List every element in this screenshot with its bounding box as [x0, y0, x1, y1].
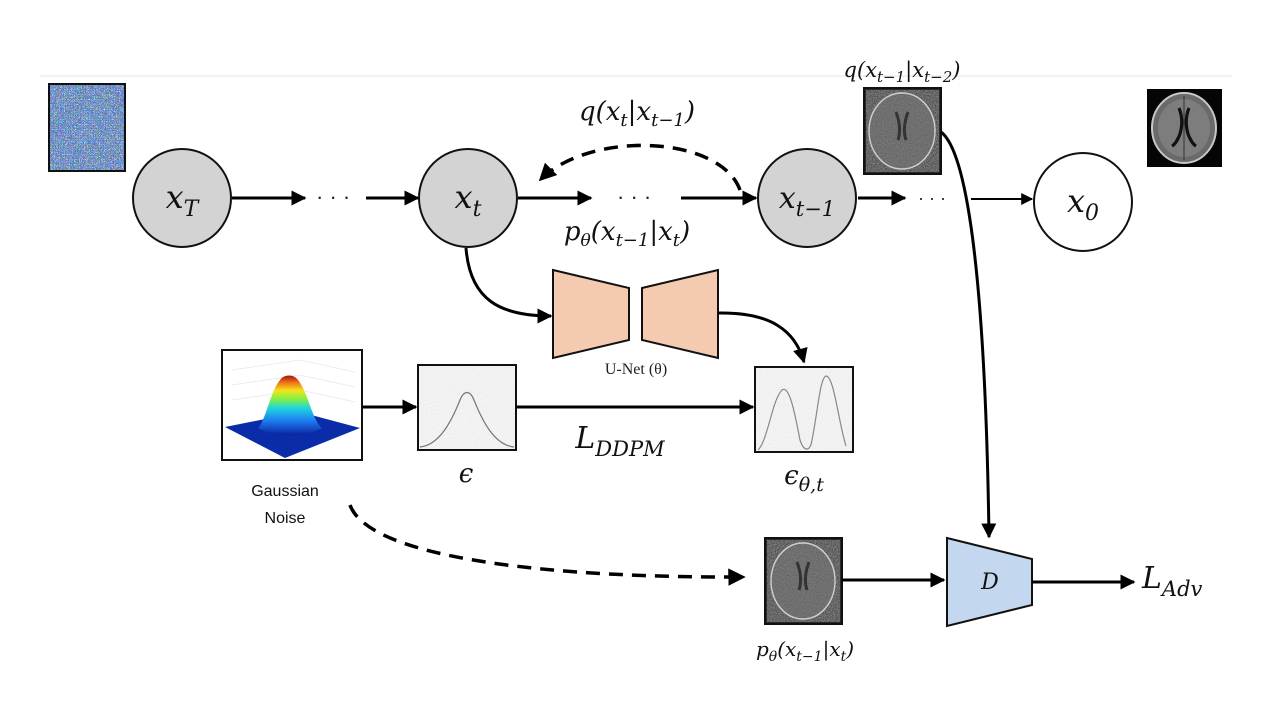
gaussian-label-line2: Noise [265, 510, 306, 527]
label-forward-q: q(xt|xt−1) [579, 97, 695, 131]
svg-text:xT: xT [166, 178, 201, 222]
edge-noisy-mri-to-D [940, 130, 997, 539]
svg-text:D: D [980, 570, 999, 595]
clean-mri-thumbnail [1147, 89, 1222, 167]
epsilon-pred-label: ϵθ,t [784, 461, 824, 496]
noisy-mri-thumbnail [863, 87, 942, 175]
forward-q-dashed-arc [538, 143, 742, 191]
ellipsis-1: · · · [316, 184, 350, 209]
node-x-T: xT [132, 148, 232, 248]
discriminator-block: D [946, 536, 1033, 628]
edge-xt-to-unet [464, 247, 553, 324]
svg-text:x0: x0 [1067, 182, 1099, 226]
rgb-noise-thumbnail [48, 83, 126, 172]
label-top-q: q(xt−1|xt−2) [844, 58, 961, 86]
unet-label: U-Net (θ) [605, 361, 667, 378]
gaussian-surface-plot [221, 349, 363, 461]
label-reverse-p: pθ(xt−1|xt) [564, 217, 690, 251]
ellipsis-3: · · · [918, 188, 946, 208]
svg-text:xt: xt [455, 178, 482, 222]
loss-adv-label: LAdv [1141, 561, 1203, 601]
node-x-t-minus-1: xt−1 [757, 148, 857, 248]
unet-encoder [552, 268, 630, 360]
svg-text:xt−1: xt−1 [779, 181, 835, 221]
gaussian-label-line1: Gaussian [251, 483, 319, 500]
loss-ddpm-label: LDDPM [574, 421, 665, 461]
ellipsis-2: · · · [617, 184, 651, 209]
node-x-0: x0 [1033, 152, 1133, 252]
predicted-mri-thumbnail [764, 537, 843, 625]
epsilon-pred-noise-plot [754, 366, 854, 453]
edge-gaussian-to-pred-mri-dashed [348, 504, 746, 586]
epsilon-noise-plot [417, 364, 517, 451]
unet-decoder [641, 268, 719, 360]
edge-unet-to-eps-pred [717, 311, 808, 364]
epsilon-label: ϵ [459, 459, 474, 489]
node-x-t: xt [418, 148, 518, 248]
label-bottom-p: pθ(xt−1|xt) [756, 637, 854, 665]
